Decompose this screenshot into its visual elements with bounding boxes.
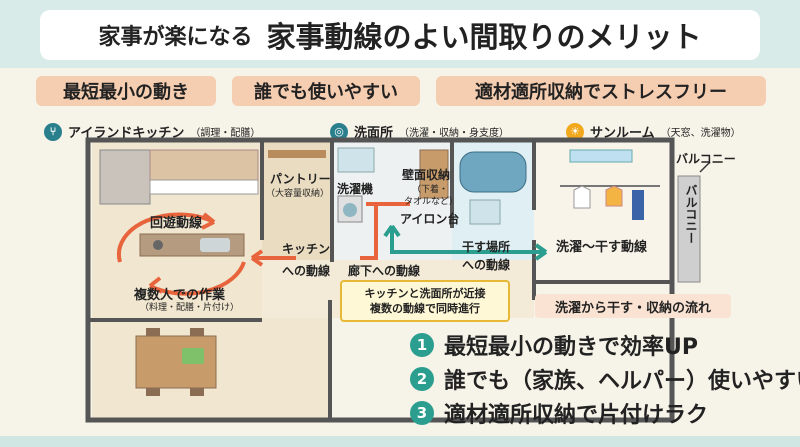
category-washroom-label: 洗面所 (354, 126, 394, 141)
benefit-2-number: 2 (410, 367, 434, 391)
benefit-1-text: 最短最小の動きで効率UP (444, 335, 698, 360)
washer-label: 洗濯機 (337, 182, 374, 196)
pill-easy: 誰でも使いやすい (232, 76, 420, 106)
fork-knife-icon: ⑂ (44, 122, 62, 141)
category-washroom: ◎ 洗面所 （洗濯・収納・身支度） (330, 122, 509, 141)
benefit-1: 1 最短最小の動きで効率UP (410, 330, 800, 360)
flow-label-box: 洗濯から干す・収納の流れ (535, 294, 731, 318)
pill-shortest: 最短最小の動き (36, 76, 216, 106)
multi-work-label: 複数人での作業 (134, 288, 226, 303)
category-washroom-sub: （洗濯・収納・身支度） (399, 128, 510, 139)
title-box: 家事が楽になる 家事動線のよい間取りのメリット (40, 10, 760, 60)
title-large: 家事動線のよい間取りのメリット (266, 20, 702, 54)
to-corridor-label: 廊下への動線 (348, 264, 421, 278)
benefit-3-text: 適材適所収納で片付けラク (444, 403, 709, 428)
category-kitchen-label: アイランドキッチン (68, 126, 185, 141)
bottom-strip (0, 436, 800, 447)
to-dry-label-2: への動線 (462, 258, 511, 272)
sun-icon: ☀ (566, 122, 584, 141)
category-sunroom: ☀ サンルーム （天窓、洗濯物） (566, 122, 741, 141)
wall-storage-label: 壁面収納 (402, 168, 451, 182)
to-dry-label-1: 干す場所 (462, 240, 511, 254)
pill-storage: 適材適所収納でストレスフリー (436, 76, 766, 106)
balcony-side-label: バルコニー (684, 184, 698, 244)
benefit-2-text: 誰でも（家族、ヘルパー）使いやすい (444, 369, 800, 394)
to-kitchen-label-2: への動線 (282, 264, 331, 278)
note-line-1: キッチンと洗面所が近接 (364, 287, 486, 300)
title-small: 家事が楽になる (98, 25, 253, 50)
category-kitchen-sub: （調理・配膳） (190, 128, 261, 139)
category-kitchen: ⑂ アイランドキッチン （調理・配膳） (44, 122, 260, 141)
wall-storage-sub1: （下着・ (412, 185, 449, 195)
ironing-label: アイロン台 (400, 212, 460, 226)
loop-flow-label: 回遊動線 (150, 216, 203, 231)
wash-dry-flow-label: 洗濯〜干す動線 (556, 240, 648, 255)
benefit-3-number: 3 (410, 401, 434, 425)
category-sunroom-sub: （天窓、洗濯物） (660, 128, 741, 139)
benefit-3: 3 適材適所収納で片付けラク (410, 398, 800, 428)
note-box: キッチンと洗面所が近接 複数の動線で同時進行 (340, 280, 510, 322)
pantry-sub: （大容量収納） (266, 189, 330, 199)
pantry-label: パントリー (270, 172, 331, 186)
note-line-2: 複数の動線で同時進行 (370, 302, 480, 315)
to-kitchen-label-1: キッチン (282, 242, 331, 256)
wall-storage-sub2: タオルなど） (404, 197, 459, 207)
balcony-top-label: バルコニー (676, 152, 736, 166)
washing-machine-icon: ◎ (330, 122, 348, 141)
multi-work-sub: （料理・配膳・片付け） (140, 303, 240, 313)
benefit-2: 2 誰でも（家族、ヘルパー）使いやすい (410, 364, 800, 394)
category-sunroom-label: サンルーム (590, 126, 655, 141)
benefits-list: 1 最短最小の動きで効率UP 2 誰でも（家族、ヘルパー）使いやすい 3 適材適… (410, 330, 800, 432)
benefit-1-number: 1 (410, 333, 434, 357)
